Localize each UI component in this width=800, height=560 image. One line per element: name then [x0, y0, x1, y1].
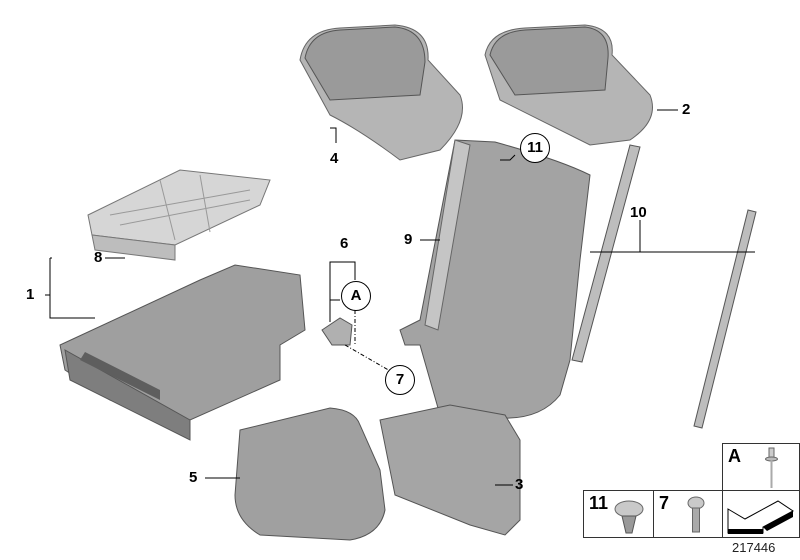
leader-lines [45, 109, 755, 486]
diagram-number: 217446 [732, 540, 776, 555]
callout-7: 7 [385, 365, 415, 395]
callout-10: 10 [630, 204, 647, 221]
legend-label-A: A [728, 446, 741, 466]
callout-2: 2 [682, 101, 691, 118]
clip-icon [614, 500, 644, 534]
callout-5: 5 [189, 469, 198, 486]
part-3-cover[interactable] [379, 404, 521, 536]
part-1-armrest-base[interactable] [59, 264, 306, 441]
callout-A: A [341, 281, 371, 311]
callout-6: 6 [340, 235, 349, 252]
callout-11: 11 [520, 133, 550, 163]
part-5-cover[interactable] [234, 407, 386, 541]
legend-cell-7: 7 [653, 490, 723, 538]
legend-cell-A: A [722, 443, 800, 491]
legend-label-11: 11 [589, 493, 609, 513]
legend-cell-arrow [722, 490, 800, 538]
direction-arrow-icon [727, 500, 794, 534]
part-2-armrest-cover[interactable] [484, 24, 653, 146]
callout-4: 4 [330, 150, 339, 167]
callout-8: 8 [94, 249, 103, 266]
rivet-icon [765, 447, 778, 488]
part-6-clip[interactable] [321, 317, 353, 346]
part-4-armrest-cover[interactable] [299, 24, 463, 161]
callout-3: 3 [515, 476, 524, 493]
legend-cell-11: 11 [583, 490, 654, 538]
part-10-trim-strips[interactable] [571, 144, 757, 429]
screw-icon [687, 496, 705, 533]
callout-9: 9 [404, 231, 413, 248]
callout-1: 1 [26, 286, 35, 303]
part-9-backrest-panel[interactable] [399, 139, 591, 419]
legend-label-7: 7 [659, 493, 670, 513]
part-8-frame[interactable] [87, 169, 271, 261]
